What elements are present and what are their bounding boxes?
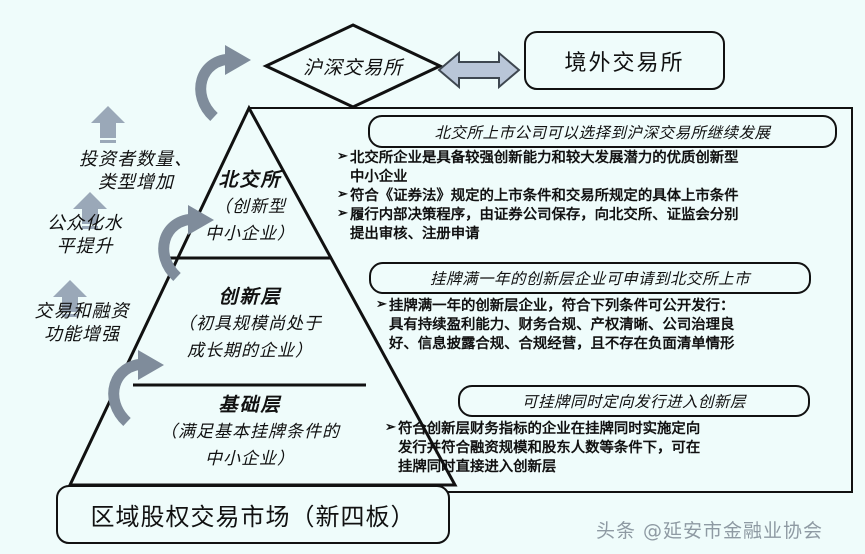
pyramid-tier-innovation-title: 创新层: [218, 286, 282, 308]
section-header-directed-issuance: 可挂牌同时定向发行进入创新层: [458, 385, 810, 417]
pyramid-tier-base-sub1: （满足基本挂牌条件的: [160, 422, 340, 442]
bullet-line: 挂牌同时直接进入创新层: [398, 458, 557, 476]
bullet-line: 中小企业: [350, 168, 408, 186]
pyramid-tier-base-sub2: 中小企业）: [205, 448, 295, 469]
watermark-text: 头条 @延安市金融业协会: [596, 520, 824, 542]
double-headed-arrow-icon: [437, 50, 521, 90]
shanghai-shenzhen-exchange-diamond: [262, 23, 444, 109]
diamond-label-wrap: 沪深交易所: [263, 22, 443, 110]
left-caption-publicization-line2: 平提升: [56, 236, 114, 258]
regional-equity-market-box: 区域股权交易市场（新四板）: [56, 485, 450, 544]
bullet-line: 符合创新层财务指标的企业在挂牌同时实施定向: [398, 420, 701, 437]
bullet-arrow-icon: ➢: [376, 297, 387, 312]
section-header-bse-listing: 北交所上市公司可以选择到沪深交易所继续发展: [368, 115, 837, 148]
curved-arrow-icon-middle: [158, 205, 214, 282]
bullet-line: 挂牌满一年的创新层企业，符合下列条件可公开发行：: [389, 297, 735, 314]
left-caption-publicization-line1: 公众化水: [47, 213, 123, 234]
pyramid-tier-innovation-sub2: 成长期的企业）: [187, 340, 313, 361]
pyramid-tier-bse-title: 北交所: [218, 169, 282, 191]
section-bullets-directed-issuance: ➢ 符合创新层财务指标的企业在挂牌同时实施定向 发行并符合融资规模和股东人数等条…: [385, 419, 825, 476]
bullet-line: 履行内部决策程序，由证券公司保存，向北交所、证监会分别: [350, 206, 739, 224]
bullet-item: ➢ 挂牌满一年的创新层企业，符合下列条件可公开发行： 具有持续盈利能力、财务合规…: [376, 296, 846, 353]
bullet-arrow-icon: ➢: [337, 187, 348, 203]
section-bullets-bse-listing: ➢ 北交所企业是具备较强创新能力和较大发展潜力的优质创新型 中小企业 ➢ 符合《…: [337, 148, 842, 243]
bullet-arrow-icon: ➢: [337, 149, 348, 164]
bullet-item: ➢ 北交所企业是具备较强创新能力和较大发展潜力的优质创新型 中小企业: [337, 148, 842, 186]
up-arrow-icon-financing: [53, 280, 87, 317]
pyramid-tier-base: 基础层 （满足基本挂牌条件的 中小企业）: [85, 390, 415, 471]
bullet-line: 发行并符合融资规模和股东人数等条件下，可在: [398, 439, 701, 457]
bullet-item: ➢ 履行内部决策程序，由证券公司保存，向北交所、证监会分别 提出审核、注册申请: [337, 205, 842, 243]
bullet-line: 好、信息披露合规、合规经营，且不存在负面清单情形: [389, 335, 735, 353]
curved-arrow-icon-top: [195, 45, 251, 122]
left-caption-financing: 交易和融资 功能增强: [2, 300, 162, 347]
bullet-arrow-icon: ➢: [337, 206, 348, 222]
left-caption-financing-line1: 交易和融资: [34, 301, 130, 322]
left-caption-investors: 投资者数量、 类型增加: [56, 148, 216, 195]
up-arrow-icon-publicization: [73, 192, 107, 229]
pyramid-tier-base-title: 基础层: [218, 394, 282, 416]
bullet-line: 具有持续盈利能力、财务合规、产权清晰、公司治理良: [389, 316, 735, 334]
bullet-line: 符合《证券法》规定的上市条件和交易所规定的具体上市条件: [350, 187, 739, 205]
exchange-diamond-label: 沪深交易所: [302, 56, 403, 79]
bullet-item: ➢ 符合创新层财务指标的企业在挂牌同时实施定向 发行并符合融资规模和股东人数等条…: [385, 419, 825, 476]
bullet-line: 提出审核、注册申请: [350, 225, 480, 243]
overseas-exchange-box: 境外交易所: [524, 31, 725, 90]
pyramid-tier-bse-sub2: 中小企业）: [205, 223, 295, 244]
up-arrow-icon-investors: [91, 106, 125, 143]
pyramid-tier-innovation-sub1: （初具规模尚处于: [178, 314, 322, 334]
left-caption-financing-line2: 功能增强: [44, 324, 120, 346]
left-caption-investors-line1: 投资者数量、: [79, 149, 193, 170]
bullet-line: 北交所企业是具备较强创新能力和较大发展潜力的优质创新型: [350, 149, 739, 166]
section-header-innovation-listing: 挂牌满一年的创新层企业可申请到北交所上市: [369, 262, 811, 294]
section-bullets-innovation-listing: ➢ 挂牌满一年的创新层企业，符合下列条件可公开发行： 具有持续盈利能力、财务合规…: [376, 296, 846, 353]
pyramid-tier-bse-sub1: （创新型: [214, 197, 286, 217]
bullet-item: ➢ 符合《证券法》规定的上市条件和交易所规定的具体上市条件: [337, 186, 842, 205]
curved-arrow-icon-bottom: [108, 350, 164, 427]
pyramid-tier-bse: 北交所 （创新型 中小企业）: [150, 165, 350, 246]
left-caption-investors-line2: 类型增加: [98, 172, 174, 194]
pyramid-tier-innovation: 创新层 （初具规模尚处于 成长期的企业）: [105, 282, 395, 363]
bullet-arrow-icon: ➢: [385, 420, 396, 435]
left-caption-publicization: 公众化水 平提升: [10, 212, 160, 259]
